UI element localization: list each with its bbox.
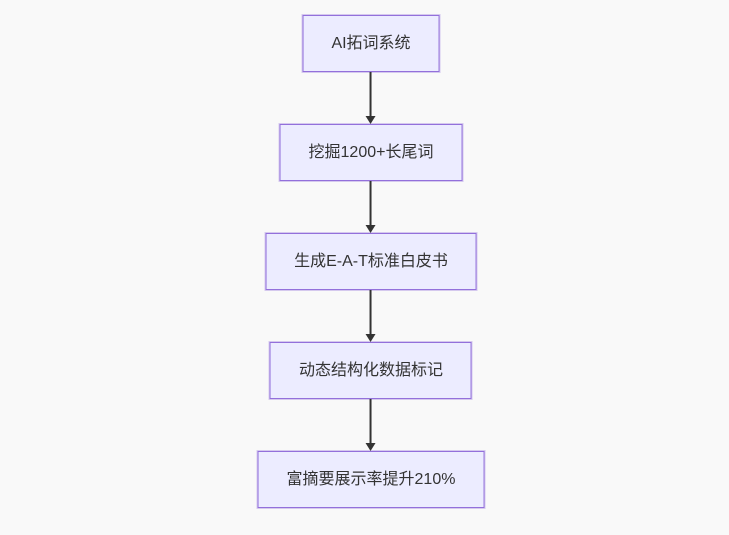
node-label: 动态结构化数据标记 [298, 361, 443, 379]
arrowhead-icon [366, 225, 376, 233]
arrow-down-icon [365, 290, 377, 342]
arrow-down-icon [365, 399, 377, 451]
node-label: 挖掘1200+长尾词 [308, 143, 434, 161]
flow-node-eat-whitepaper: 生成E-A-T标准白皮书 [265, 233, 477, 290]
node-label: 生成E-A-T标准白皮书 [294, 252, 448, 270]
arrow-line [370, 72, 372, 117]
flowchart-canvas: AI拓词系统 挖掘1200+长尾词 生成E-A-T标准白皮书 动态结构化数据标记… [257, 15, 485, 508]
arrowhead-icon [366, 334, 376, 342]
arrowhead-icon [366, 443, 376, 451]
arrow-line [370, 290, 372, 335]
arrow-down-icon [365, 181, 377, 233]
flow-node-longtail-mining: 挖掘1200+长尾词 [279, 124, 463, 181]
node-label: 富摘要展示率提升210% [286, 470, 456, 488]
node-label: AI拓词系统 [331, 34, 411, 52]
flow-node-ai-word-expansion: AI拓词系统 [302, 15, 440, 72]
arrow-line [370, 399, 372, 444]
arrowhead-icon [366, 116, 376, 124]
arrow-line [370, 181, 372, 226]
arrow-down-icon [365, 72, 377, 124]
flow-node-rich-snippet-result: 富摘要展示率提升210% [257, 451, 485, 508]
flow-node-structured-data: 动态结构化数据标记 [269, 342, 472, 399]
